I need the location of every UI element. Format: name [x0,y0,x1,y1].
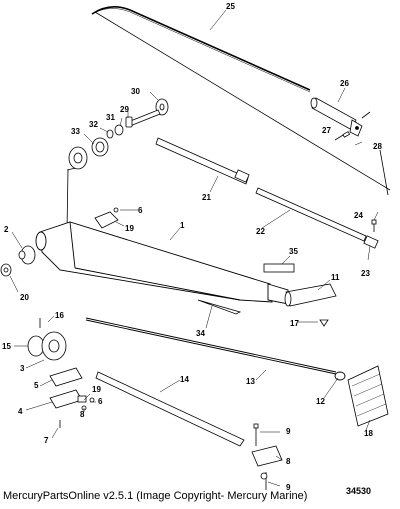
callout-14: 14 [180,375,189,384]
callout-2: 2 [4,225,9,234]
callout-5: 5 [34,381,39,390]
callout-34: 34 [196,329,205,338]
callout-11: 11 [331,273,340,282]
callouts: 25 26 27 28 30 29 31 32 33 21 22 24 23 1… [2,2,382,492]
cable-part [91,6,311,93]
cable-end-part [310,97,363,137]
tiller-arm-part [35,221,289,305]
callout-26: 26 [340,79,349,88]
callout-6a: 6 [138,206,143,215]
callout-31: 31 [106,113,115,122]
leader-lines [9,9,379,487]
callout-17: 17 [290,319,299,328]
shaft-part [155,137,250,185]
callout-20: 20 [20,293,29,302]
callout-9a: 9 [286,427,291,436]
screw-part [319,319,329,327]
callout-27: 27 [322,126,331,135]
callout-6b: 6 [98,397,103,406]
pulley-part [27,318,67,361]
callout-3: 3 [20,364,25,373]
rod-part [255,187,367,242]
callout-1: 1 [180,221,185,230]
section-boundary [66,11,391,231]
washer-stack-part [68,98,169,170]
figure-number: 34530 [346,486,372,496]
callout-18: 18 [364,429,373,438]
callout-16: 16 [55,311,64,320]
throttle-grip-part [347,365,389,427]
callout-29: 29 [120,105,129,114]
callout-23: 23 [361,269,370,278]
callout-24: 24 [354,211,363,220]
callout-13: 13 [246,377,255,386]
callout-22: 22 [256,227,265,236]
bracket-part [94,207,119,229]
callout-33: 33 [71,127,80,136]
grip-part [284,283,337,307]
decal-part [263,263,295,273]
throttle-cable-part [85,317,346,381]
callout-32: 32 [89,120,98,129]
bushing-part [0,245,36,277]
pin-part [334,111,371,141]
callout-4: 4 [18,407,23,416]
callout-8a: 8 [80,410,85,419]
callout-19b: 19 [92,385,101,394]
long-rod-part [95,371,245,447]
copyright-footer: MercuryPartsOnline v2.5.1 (Image Copyrig… [3,490,308,502]
callout-15: 15 [2,342,11,351]
callout-21: 21 [202,193,211,202]
callout-8b: 8 [286,457,291,466]
callout-7: 7 [44,436,49,445]
plate-part [49,367,95,428]
callout-19a: 19 [125,224,134,233]
callout-12: 12 [316,397,325,406]
callout-25: 25 [226,2,235,11]
callout-28: 28 [373,142,382,151]
callout-35: 35 [289,247,298,256]
callout-9b: 9 [286,483,291,492]
callout-30: 30 [131,87,140,96]
clip-part [363,219,379,249]
key-part [197,299,242,315]
